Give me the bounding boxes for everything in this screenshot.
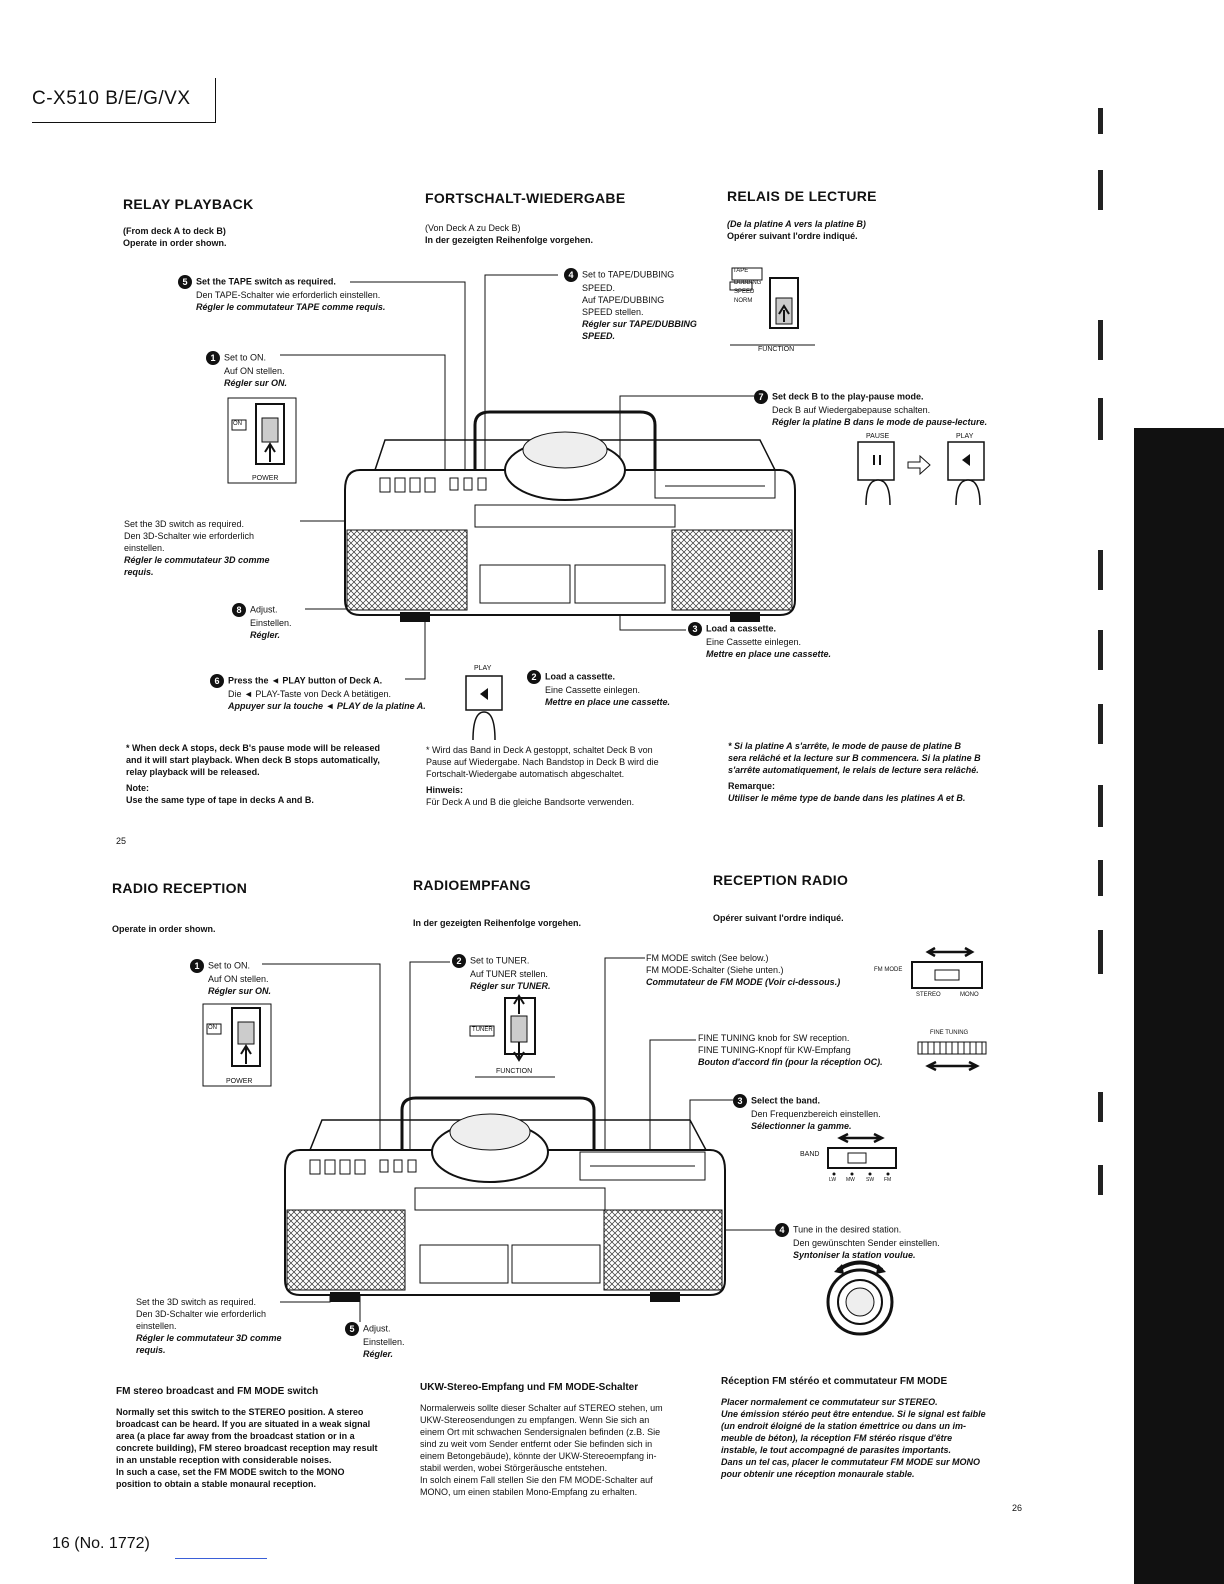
- label-on: ON: [233, 421, 242, 427]
- radio-title-de: RADIOEMPFANG: [413, 877, 531, 893]
- label-play-deck-a: PLAY: [474, 665, 492, 672]
- edge-mark: [1098, 930, 1103, 974]
- label-fm: FM: [884, 1177, 892, 1183]
- relay-note-en: * When deck A stops, deck B's pause mode…: [126, 743, 381, 805]
- label-sw: SW: [866, 1177, 875, 1183]
- edge-mark: [1098, 704, 1103, 744]
- fm-note-en: FM stereo broadcast and FM MODE switch N…: [116, 1386, 378, 1489]
- radio-label-function: FUNCTION: [496, 1068, 533, 1075]
- footer-rule: [175, 1558, 267, 1559]
- label-tape: TAPE: [733, 268, 749, 274]
- radio-sub-de: In der gezeigten Reihenfolge vorgehen.: [413, 918, 582, 928]
- label-play: PLAY: [956, 433, 974, 440]
- label-dubbing: DUBBING: [734, 280, 762, 286]
- fm-note-de: UKW-Stereo-Empfang und FM MODE-Schalter …: [420, 1382, 663, 1497]
- edge-mark: [1098, 785, 1103, 827]
- relay-3d-switch: Set the 3D switch as required. Den 3D-Sc…: [124, 519, 270, 577]
- radio-3d-switch: Set the 3D switch as required. Den 3D-Sc…: [136, 1297, 282, 1355]
- relay-title-de: FORTSCHALT-WIEDERGABE: [425, 190, 626, 206]
- radio-label-power: POWER: [226, 1078, 253, 1085]
- label-fine-tuning: FINE TUNING: [930, 1030, 969, 1036]
- radio-title-en: RADIO RECEPTION: [112, 880, 248, 896]
- relay-sub-fr: (De la platine A vers la platine B) Opér…: [727, 219, 866, 241]
- edge-mark: [1098, 320, 1103, 360]
- label-lw: LW: [829, 1177, 837, 1183]
- relay-note-de: * Wird das Band in Deck A gestoppt, scha…: [426, 745, 659, 807]
- relay-note-fr: * Si la platine A s'arrête, le mode de p…: [728, 741, 981, 803]
- label-power: POWER: [252, 475, 279, 482]
- label-function: FUNCTION: [758, 346, 795, 353]
- edge-mark: [1098, 550, 1103, 590]
- page-number-right: 26: [1012, 1503, 1023, 1513]
- label-fm-mode: FM MODE: [874, 967, 903, 973]
- edge-mark: [1098, 1092, 1103, 1122]
- radio-fm-mode: FM MODE switch (See below.) FM MODE-Scha…: [646, 953, 841, 987]
- radio-sub-fr: Opérer suivant l'ordre indiqué.: [713, 913, 844, 923]
- relay-title-en: RELAY PLAYBACK: [123, 196, 254, 212]
- radio-title-fr: RECEPTION RADIO: [713, 872, 849, 888]
- label-pause: PAUSE: [866, 433, 890, 440]
- relay-diagram: [227, 267, 985, 741]
- label-mono: MONO: [960, 992, 979, 998]
- edge-mark: [1098, 170, 1103, 210]
- label-band: BAND: [800, 1151, 820, 1158]
- label-stereo: STEREO: [916, 992, 941, 998]
- radio-sub-en: Operate in order shown.: [112, 924, 216, 934]
- header-rule-vertical: [215, 78, 216, 123]
- radio-label-on: ON: [208, 1025, 217, 1031]
- relay-title-fr: RELAIS DE LECTURE: [727, 188, 877, 204]
- edge-mark: [1098, 630, 1103, 670]
- model-header: C-X510 B/E/G/VX: [32, 88, 191, 109]
- radio-diagram: [202, 946, 987, 1336]
- edge-mark: [1098, 398, 1103, 440]
- radio-label-tuner: TUNER: [472, 1027, 493, 1033]
- label-norm: NORM: [734, 298, 753, 304]
- fm-note-fr: Réception FM stéréo et commutateur FM MO…: [721, 1376, 986, 1479]
- radio-fine-tuning: FINE TUNING knob for SW reception. FINE …: [698, 1033, 883, 1067]
- label-mw: MW: [846, 1177, 855, 1183]
- footer-page: 16 (No. 1772): [52, 1535, 150, 1552]
- header-rule: [32, 122, 216, 123]
- edge-mark: [1098, 108, 1103, 134]
- edge-mark: [1098, 860, 1103, 896]
- label-speed: SPEED: [734, 289, 755, 295]
- page-number-left: 25: [116, 836, 127, 846]
- edge-mark: [1098, 1165, 1103, 1195]
- relay-sub-de: (Von Deck A zu Deck B) In der gezeigten …: [425, 223, 594, 245]
- relay-sub-en: (From deck A to deck B) Operate in order…: [123, 226, 227, 248]
